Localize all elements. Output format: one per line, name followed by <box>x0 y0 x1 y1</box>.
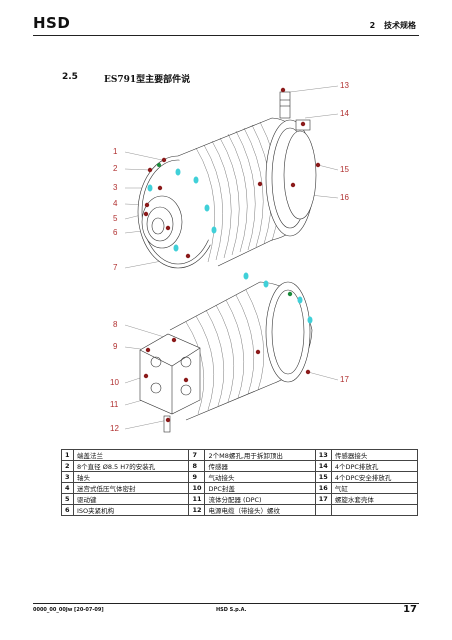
callout-10: 10 <box>110 378 119 387</box>
legend-item-description: 8个直径 Ø8.5 H7的安装孔 <box>72 460 190 472</box>
legend-item-number: 10 <box>188 482 206 494</box>
legend-item-description: ISO夹紧机构 <box>72 504 190 516</box>
legend-item-number: 7 <box>188 449 206 461</box>
callout-1: 1 <box>113 147 118 156</box>
callout-16: 16 <box>340 193 349 202</box>
spindle-drawing <box>124 85 339 433</box>
callout-11: 11 <box>110 400 119 409</box>
legend-item-description: 端盖法兰 <box>72 449 190 461</box>
callout-2: 2 <box>113 164 118 173</box>
legend-item-description: 驱动键 <box>72 493 190 505</box>
legend-item-number: 16 <box>314 482 332 494</box>
legend-item-number: 4 <box>61 482 74 494</box>
callout-9: 9 <box>113 342 118 351</box>
callout-7: 7 <box>113 263 118 272</box>
callout-4: 4 <box>113 199 118 208</box>
legend-item-number: 17 <box>314 493 332 505</box>
header-divider <box>33 35 419 36</box>
legend-item-number: 8 <box>188 460 206 472</box>
legend-item-number: 15 <box>314 471 332 483</box>
legend-item-description: 轴头 <box>72 471 190 483</box>
legend-item-description: DPC封盖 <box>204 482 316 494</box>
lower-markers <box>143 272 313 423</box>
legend-item-number: 9 <box>188 471 206 483</box>
company-name: HSD S.p.A. <box>216 607 247 613</box>
legend-item-description: 迷宫式低压气体密封 <box>72 482 190 494</box>
legend-item-description: 2个M8螺孔,用于拆卸顶出 <box>204 449 316 461</box>
lower-spindle-view <box>124 281 339 433</box>
callout-12: 12 <box>110 424 119 433</box>
callout-6: 6 <box>113 228 118 237</box>
legend-item-description: 气缸 <box>330 482 419 494</box>
upper-spindle-view <box>124 85 339 269</box>
legend-item-description: 传感器接头 <box>330 449 419 461</box>
lower-body-rings <box>185 289 265 415</box>
chapter-title: 技术规格 <box>384 21 416 30</box>
legend-item-number: 6 <box>61 504 74 516</box>
legend-item-number: 2 <box>61 460 74 472</box>
legend-item-number: 12 <box>188 504 206 516</box>
legend-item-description <box>330 504 419 516</box>
spindle-figure: 1 2 3 4 5 6 7 8 9 10 11 12 13 14 15 16 1… <box>110 81 349 433</box>
callout-14: 14 <box>340 109 349 118</box>
legend-item-description: 电源电缆（带接头）螺纹 <box>204 504 316 516</box>
chapter-number: 2 <box>369 21 376 30</box>
page-number: 17 <box>403 604 417 615</box>
callout-5: 5 <box>113 214 118 223</box>
legend-item-number <box>314 504 332 516</box>
callout-3: 3 <box>113 183 118 192</box>
callout-13: 13 <box>340 81 349 90</box>
legend-item-description: 4个DPC安全排放孔 <box>330 471 419 483</box>
legend-item-number: 14 <box>314 460 332 472</box>
legend-item-number: 5 <box>61 493 74 505</box>
legend-item-description: 4个DPC排放孔 <box>330 460 419 472</box>
legend-item-number: 13 <box>314 449 332 461</box>
document-code: 0000_00_00Jw [20-07-09] <box>33 607 104 613</box>
upper-body-rings <box>195 121 280 263</box>
legend-item-description: 气动接头 <box>204 471 316 483</box>
legend-item-number: 1 <box>61 449 74 461</box>
callout-17: 17 <box>340 375 349 384</box>
legend-item-number: 3 <box>61 471 74 483</box>
legend-item-description: 传感器 <box>204 460 316 472</box>
legend-item-description: 螺旋水套壳体 <box>330 493 419 505</box>
chapter-heading: 2 技术规格 <box>364 20 416 31</box>
footer-divider <box>33 603 419 604</box>
callout-8: 8 <box>113 320 118 329</box>
section-title: ES791型主要部件说 <box>104 75 191 85</box>
hsd-logo: HSD <box>33 14 71 32</box>
section-number: 2.5 <box>62 72 78 82</box>
legend-item-number: 11 <box>188 493 206 505</box>
legend-item-description: 流体分配器 (DPC) <box>204 493 316 505</box>
callout-15: 15 <box>340 165 349 174</box>
upper-markers <box>143 87 321 259</box>
